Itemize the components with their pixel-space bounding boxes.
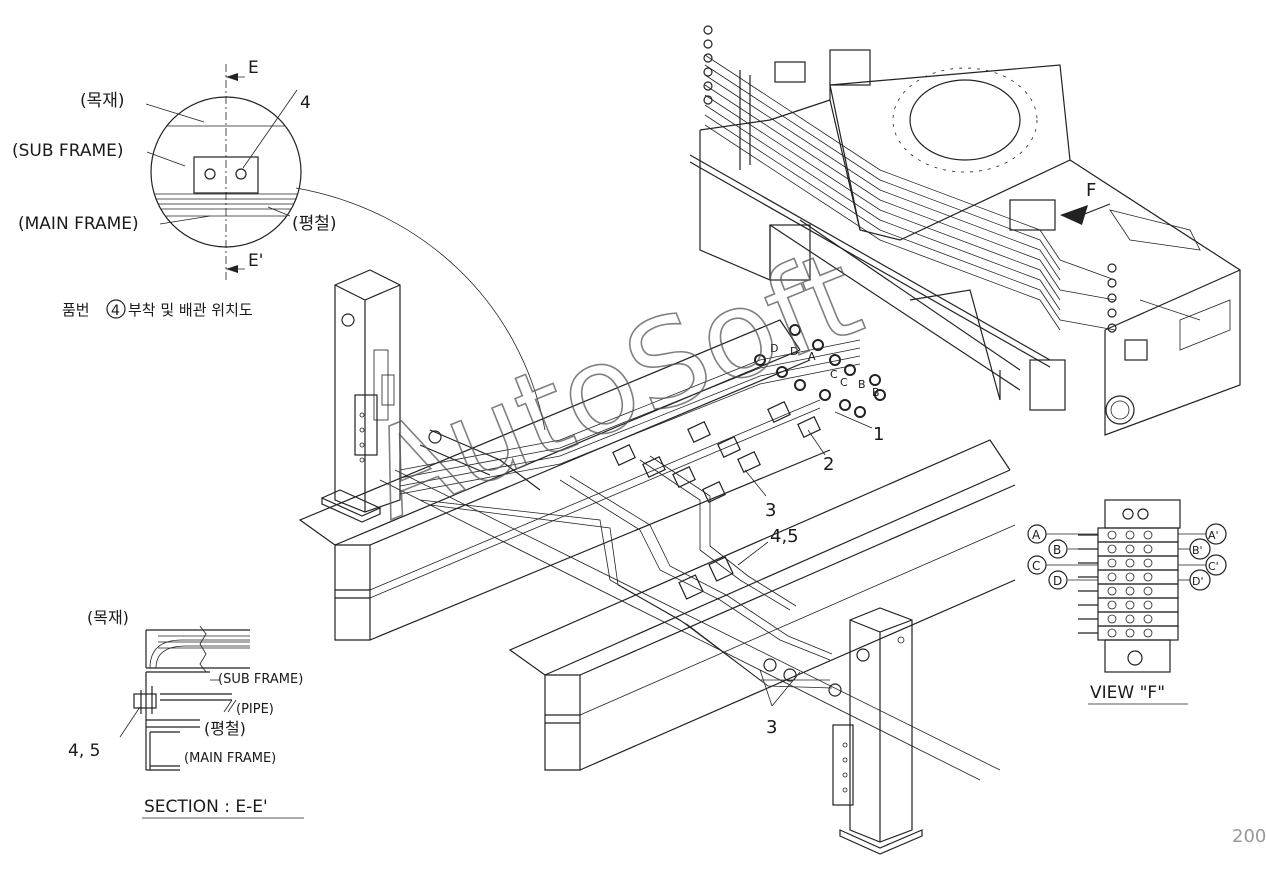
page-number: 200	[1232, 826, 1266, 847]
caption-circled-number: 4	[111, 303, 120, 319]
pipe-clamps	[612, 401, 821, 600]
section-label-wood: (목재)	[87, 608, 129, 627]
view-f-title: VIEW "F"	[1090, 683, 1165, 703]
fitting-cluster: D D A C C B B	[754, 324, 886, 418]
port-label: B	[872, 386, 880, 399]
callout-1: 1	[873, 424, 884, 445]
main-frame-beam	[298, 319, 831, 641]
view-f: A B C D A' B' C' D' VIEW "F"	[1027, 499, 1227, 705]
view-f-port-b-prime: B'	[1192, 544, 1203, 557]
view-f-marker: F	[1086, 180, 1096, 201]
callout-3-lower: 3	[766, 717, 777, 738]
view-f-port-a-prime: A'	[1208, 529, 1219, 542]
view-f-port-c-prime: C'	[1208, 560, 1219, 573]
caption-suffix: 부착 및 배관 위치도	[128, 301, 253, 319]
caption-prefix: 품번	[62, 301, 90, 319]
label-main-frame: (MAIN FRAME)	[18, 214, 139, 234]
tube-bundle	[689, 25, 1117, 368]
detail-e-view: E E' 4 (목재) (SUB FRAME) (MAIN FRAME) (평철…	[12, 58, 546, 431]
section-label-pipe: (PIPE)	[236, 702, 274, 717]
section-label-main-frame: (MAIN FRAME)	[184, 751, 276, 766]
callout-2: 2	[823, 454, 834, 475]
callout-4-5: 4,5	[770, 526, 799, 547]
label-wood: (목재)	[80, 91, 125, 111]
bolt-hole	[235, 168, 247, 180]
left-outrigger	[320, 269, 401, 523]
callout-3: 3	[765, 500, 776, 521]
label-flat-bar: (평철)	[292, 214, 337, 234]
view-f-port-d: D	[1053, 574, 1062, 588]
watermark-text: AutoSoft	[349, 225, 879, 547]
right-outrigger	[832, 607, 923, 855]
port-label: A	[808, 350, 816, 363]
port-label: D	[790, 345, 798, 358]
bolt-hole	[204, 168, 216, 180]
label-sub-frame: (SUB FRAME)	[12, 141, 124, 161]
view-f-arrow	[1060, 205, 1088, 225]
section-label-flat-bar: (평철)	[204, 719, 246, 738]
port-label: B	[858, 378, 866, 391]
view-f-port-a: A	[1032, 528, 1041, 542]
main-isometric-view: D D A C C B B 1 2 3 4,5 3 F AutoSoft	[298, 25, 1241, 855]
port-label: D	[770, 342, 778, 355]
section-label-sub-frame: (SUB FRAME)	[218, 672, 303, 687]
view-f-port-c: C	[1032, 559, 1040, 573]
callouts: 1 2 3 4,5 3 F	[737, 180, 1111, 738]
part-number-4: 4	[300, 93, 311, 113]
section-title: SECTION : E-E'	[144, 797, 268, 817]
section-part-number: 4, 5	[68, 741, 100, 761]
view-f-port-b: B	[1053, 543, 1061, 557]
section-mark-e: E	[248, 58, 259, 78]
port-label: C	[830, 368, 838, 381]
section-mark-e-prime: E'	[248, 251, 263, 271]
port-label: C	[840, 376, 848, 389]
section-e-e: (목재) (SUB FRAME) (PIPE) (평철) (MAIN FRAME…	[68, 608, 304, 819]
control-valve	[1009, 199, 1056, 231]
detail-leader-arc	[295, 187, 546, 431]
view-f-port-d-prime: D'	[1192, 575, 1204, 588]
turret-structure	[699, 49, 1241, 436]
sub-frame-beam	[508, 439, 1016, 771]
